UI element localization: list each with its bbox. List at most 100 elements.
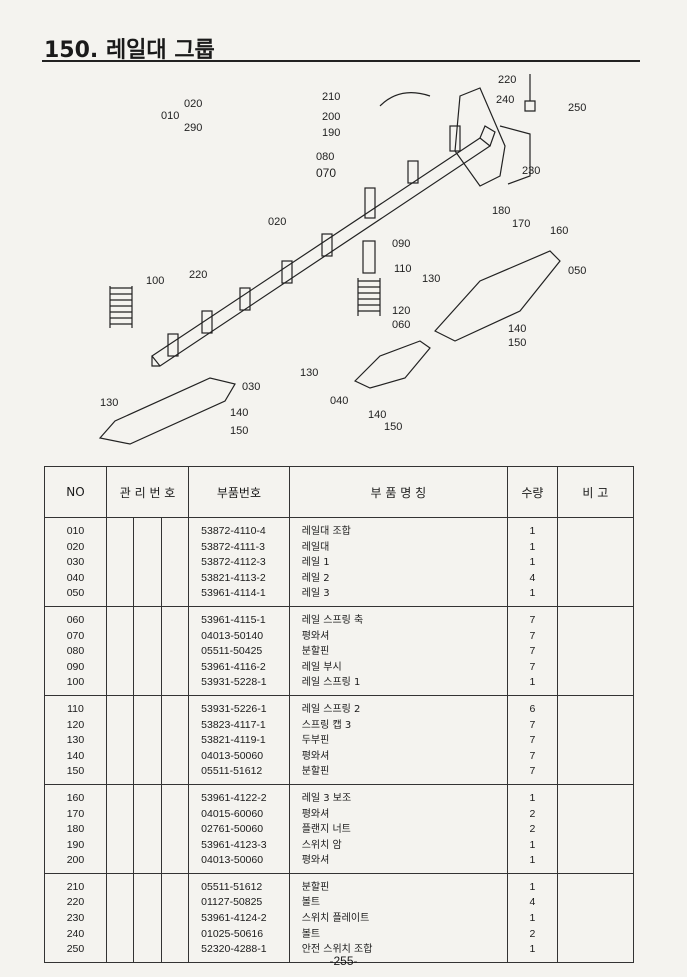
row-name: 분할핀	[301, 881, 330, 893]
row-name: 레일 스프링 1	[301, 677, 361, 689]
row-remark-empty	[558, 853, 633, 869]
row-mgmt2-empty	[134, 675, 160, 691]
row-remark-empty	[558, 571, 633, 587]
cell-mgmt2	[133, 517, 162, 607]
row-mgmt1-empty	[107, 660, 133, 676]
label-180: 180	[492, 205, 510, 217]
row-no: 240	[66, 927, 85, 940]
row-part_no: 05511-51612	[201, 765, 263, 778]
row-name: 평와셔	[301, 808, 330, 820]
row-mgmt1-empty	[107, 613, 133, 629]
row-no: 170	[66, 807, 85, 820]
row-mgmt2-empty	[134, 822, 160, 838]
cell-remark	[556, 606, 635, 696]
row-mgmt2-empty	[134, 524, 160, 540]
label-290: 290	[184, 122, 202, 134]
row-mgmt1-empty	[107, 675, 133, 691]
row-remark-empty	[558, 629, 633, 645]
row-no: 210	[66, 880, 85, 893]
label-240: 240	[496, 94, 514, 106]
row-remark-empty	[558, 660, 633, 676]
row-mgmt1-empty	[107, 911, 133, 927]
row-part_no: 01127-50825	[201, 896, 263, 909]
label-100: 100	[146, 275, 164, 287]
rail-030-shape	[98, 377, 236, 445]
row-no: 090	[66, 660, 85, 673]
row-part_no: 01025-50616	[201, 927, 264, 940]
label-200: 200	[322, 111, 340, 123]
row-name: 레일 1	[301, 557, 330, 569]
row-remark-empty	[558, 807, 633, 823]
row-no: 220	[66, 896, 85, 909]
row-remark-empty	[558, 702, 633, 718]
row-mgmt2-empty	[134, 613, 160, 629]
row-qty: 7	[529, 765, 536, 778]
row-qty: 7	[529, 613, 536, 626]
rail-040-shape	[353, 340, 431, 389]
row-mgmt3-empty	[162, 791, 188, 807]
row-mgmt2-empty	[134, 895, 160, 911]
label-060: 060	[392, 319, 410, 331]
label-030: 030	[242, 381, 260, 393]
row-remark-empty	[558, 791, 633, 807]
label-050: 050	[568, 265, 586, 277]
label-190: 190	[322, 127, 340, 139]
row-name: 스위치 플레이트	[301, 913, 370, 925]
row-name: 평와셔	[301, 630, 330, 642]
cell-remark	[556, 517, 635, 607]
row-mgmt3-empty	[162, 807, 188, 823]
cell-mgmt2	[133, 873, 162, 963]
row-name: 레일 2	[301, 572, 330, 584]
row-part_no: 53961-4122-2	[201, 791, 267, 804]
row-no: 150	[66, 765, 85, 778]
row-mgmt2-empty	[134, 555, 160, 571]
row-remark-empty	[558, 644, 633, 660]
row-mgmt3-empty	[162, 749, 188, 765]
row-mgmt3-empty	[162, 927, 188, 943]
row-mgmt2-empty	[134, 807, 160, 823]
row-remark-empty	[558, 822, 633, 838]
cell-mgmt3	[160, 517, 190, 607]
row-mgmt2-empty	[134, 586, 160, 602]
row-no: 020	[66, 540, 85, 553]
row-part_no: 53961-4115-1	[201, 613, 266, 626]
label-140-right: 140	[508, 323, 526, 335]
row-name: 평와셔	[301, 750, 330, 762]
cell-remark	[556, 873, 635, 963]
row-part_no: 04013-50140	[201, 629, 264, 642]
row-mgmt3-empty	[162, 895, 188, 911]
spring-110-shape	[357, 240, 381, 316]
row-mgmt2-empty	[134, 629, 160, 645]
row-part_no: 53872-4112-3	[201, 556, 266, 569]
row-mgmt2-empty	[134, 749, 160, 765]
rail-posts	[167, 125, 461, 357]
row-part_no: 04015-60060	[201, 807, 264, 820]
row-mgmt1-empty	[107, 540, 133, 556]
row-mgmt3-empty	[162, 555, 188, 571]
row-name: 스위치 암	[301, 839, 342, 851]
row-qty: 1	[529, 540, 536, 553]
row-name: 레일대 조합	[301, 526, 351, 537]
label-140-bottom: 140	[368, 409, 386, 421]
row-mgmt2-empty	[134, 853, 160, 869]
cell-mgmt3	[160, 784, 190, 874]
row-name: 레일 3	[301, 588, 330, 600]
label-150-right: 150	[508, 337, 526, 349]
label-230: 230	[522, 165, 540, 177]
row-mgmt3-empty	[162, 540, 188, 556]
row-name: 플랜지 너트	[301, 824, 351, 836]
row-part_no: 53821-4119-1	[201, 734, 266, 747]
page-title: 150. 레일대 그룹	[44, 38, 215, 63]
row-mgmt1-empty	[107, 733, 133, 749]
row-mgmt1-empty	[107, 749, 133, 765]
row-mgmt2-empty	[134, 644, 160, 660]
row-mgmt1-empty	[107, 807, 133, 823]
